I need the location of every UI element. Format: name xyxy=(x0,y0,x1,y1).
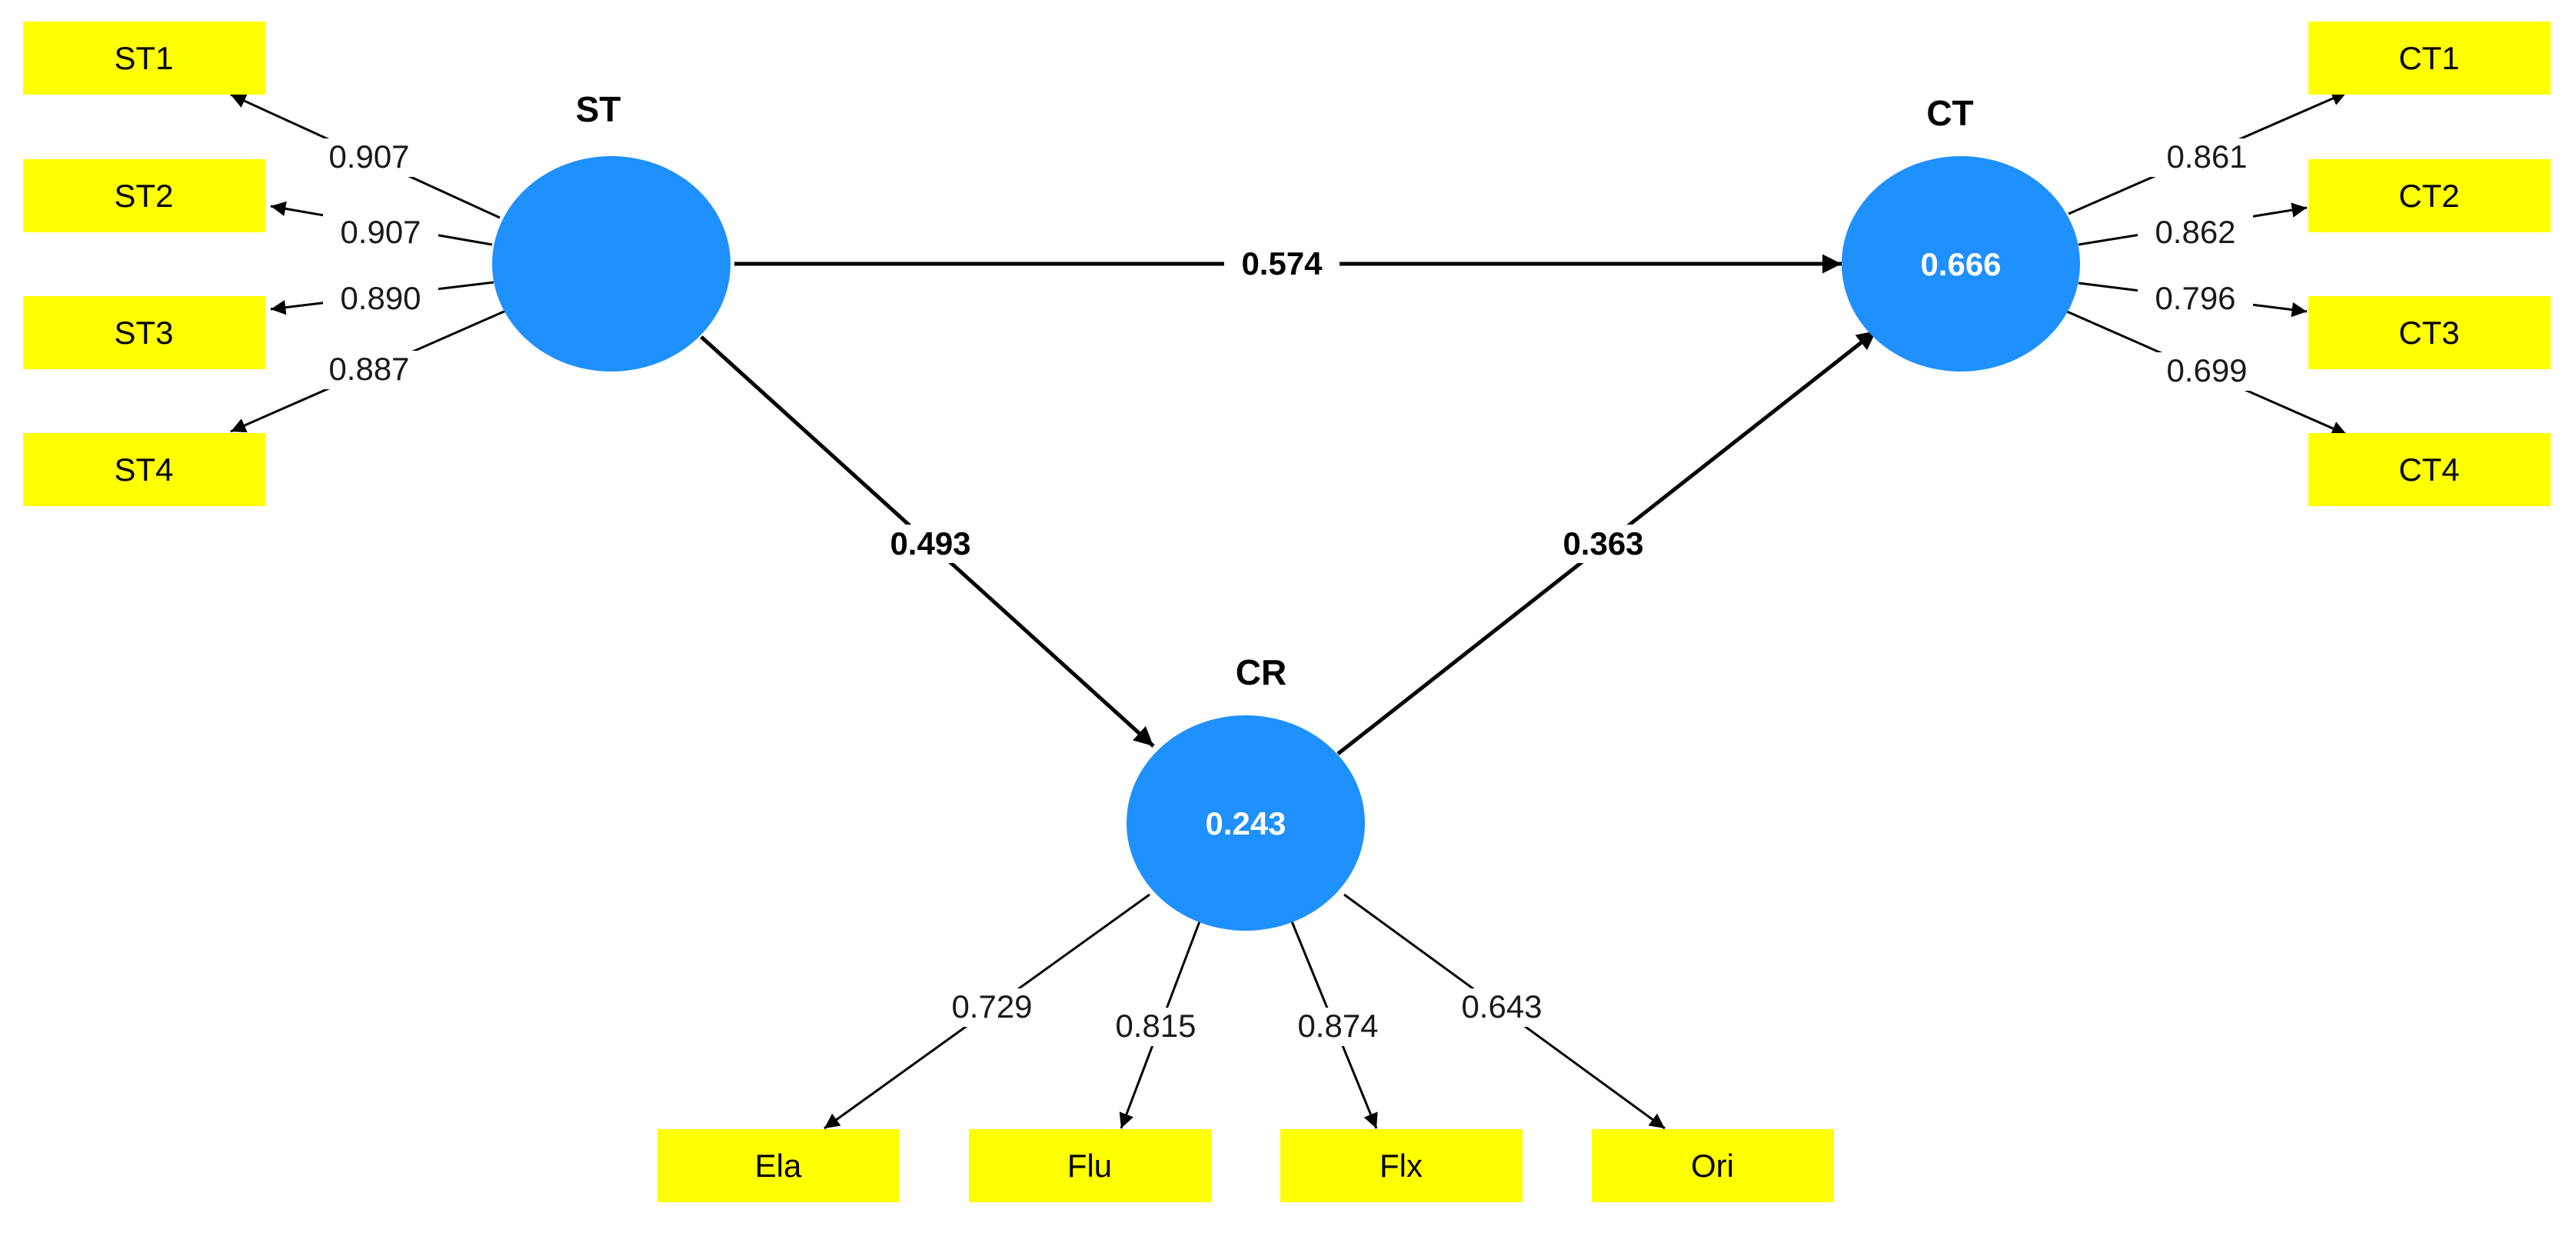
latent-st[interactable]: ST xyxy=(492,89,731,372)
svg-text:CT2: CT2 xyxy=(2398,178,2459,214)
indicator-st3[interactable]: ST3 xyxy=(23,296,265,369)
svg-text:Ori: Ori xyxy=(1691,1148,1734,1184)
svg-text:ST4: ST4 xyxy=(114,452,173,488)
svg-text:0.907: 0.907 xyxy=(328,138,409,175)
indicator-st4[interactable]: ST4 xyxy=(23,433,265,506)
indicator-ori[interactable]: Ori xyxy=(1592,1129,1834,1202)
svg-text:ST2: ST2 xyxy=(114,178,173,214)
svg-text:Flx: Flx xyxy=(1380,1148,1423,1184)
loading-label-ela: 0.729 xyxy=(934,988,1050,1027)
svg-text:0.874: 0.874 xyxy=(1297,1008,1378,1044)
indicator-ct4[interactable]: CT4 xyxy=(2308,433,2551,506)
loading-label-ct4: 0.699 xyxy=(2149,352,2265,391)
latent-cr[interactable]: CR 0.243 xyxy=(1127,652,1365,931)
latent-st-name: ST xyxy=(576,89,621,129)
svg-text:ST3: ST3 xyxy=(114,315,173,351)
loading-label-ct2: 0.862 xyxy=(2138,214,2253,252)
indicator-st2[interactable]: ST2 xyxy=(23,159,265,232)
indicator-ct3[interactable]: CT3 xyxy=(2308,296,2551,369)
svg-text:CT1: CT1 xyxy=(2398,40,2459,76)
indicator-flx[interactable]: Flx xyxy=(1280,1129,1523,1202)
svg-text:0.887: 0.887 xyxy=(328,351,409,387)
indicator-flu[interactable]: Flu xyxy=(969,1129,1211,1202)
latent-ct-circle xyxy=(1842,156,2080,372)
latent-ct[interactable]: CT 0.666 xyxy=(1842,93,2080,372)
svg-text:0.890: 0.890 xyxy=(340,280,421,316)
loading-label-ori: 0.643 xyxy=(1444,988,1559,1027)
svg-text:ST1: ST1 xyxy=(114,40,173,76)
loading-label-ct1: 0.861 xyxy=(2149,138,2265,177)
loading-label-flu: 0.815 xyxy=(1098,1008,1213,1046)
svg-text:0.796: 0.796 xyxy=(2155,280,2235,316)
svg-text:0.363: 0.363 xyxy=(1563,525,1643,562)
svg-text:0.815: 0.815 xyxy=(1115,1008,1196,1044)
loading-label-st4: 0.887 xyxy=(311,351,427,389)
svg-text:Flu: Flu xyxy=(1067,1148,1112,1184)
svg-text:0.699: 0.699 xyxy=(2166,352,2247,388)
svg-text:0.574: 0.574 xyxy=(1241,245,1323,282)
latent-ct-value: 0.666 xyxy=(1920,246,2001,282)
loading-label-st2: 0.907 xyxy=(323,214,438,252)
svg-text:0.729: 0.729 xyxy=(951,988,1032,1025)
svg-text:CT4: CT4 xyxy=(2398,452,2459,488)
indicator-ct1[interactable]: CT1 xyxy=(2308,22,2551,95)
svg-text:0.643: 0.643 xyxy=(1461,988,1542,1025)
svg-text:0.907: 0.907 xyxy=(340,214,421,250)
path-label-cr-ct: 0.363 xyxy=(1546,525,1661,563)
indicator-ela[interactable]: Ela xyxy=(657,1129,900,1202)
indicator-st1[interactable]: ST1 xyxy=(23,22,265,95)
latent-st-circle xyxy=(492,156,731,372)
latent-cr-value: 0.243 xyxy=(1205,805,1286,841)
indicator-ct2[interactable]: CT2 xyxy=(2308,159,2551,232)
path-label-st-cr: 0.493 xyxy=(873,525,988,563)
latent-ct-name: CT xyxy=(1926,93,1973,133)
loading-label-st1: 0.907 xyxy=(311,138,427,177)
path-label-st-ct: 0.574 xyxy=(1224,245,1340,283)
svg-text:0.493: 0.493 xyxy=(890,525,970,562)
svg-text:CT3: CT3 xyxy=(2398,315,2459,351)
loading-label-ct3: 0.796 xyxy=(2138,280,2253,318)
loading-label-flx: 0.874 xyxy=(1280,1008,1396,1046)
latent-cr-circle xyxy=(1127,715,1365,931)
svg-text:0.861: 0.861 xyxy=(2166,138,2247,175)
svg-text:0.862: 0.862 xyxy=(2155,214,2235,250)
svg-text:Ela: Ela xyxy=(755,1148,802,1184)
latent-cr-name: CR xyxy=(1236,652,1286,692)
loading-label-st3: 0.890 xyxy=(323,280,438,318)
